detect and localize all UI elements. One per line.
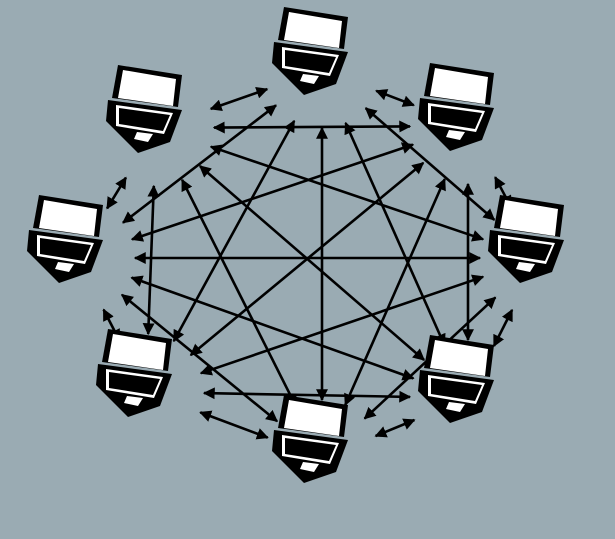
connection-arrow-upper-left-upper-right: [212, 120, 412, 134]
laptop-icon-lower-left: [96, 329, 172, 417]
connection-arrow-left-upper-left: [105, 176, 128, 210]
laptop-icon-upper-left: [106, 65, 182, 153]
connection-arrow-upper-right-left: [130, 142, 415, 242]
laptop-icon-top: [272, 7, 348, 95]
connection-arrow-top-lower-right: [344, 121, 446, 347]
connection-arrow-lower-right-lower-left: [202, 387, 412, 403]
network-nodes: [27, 7, 564, 483]
laptop-icon-left: [27, 195, 103, 283]
connection-arrow-lower-right-bottom: [374, 418, 416, 438]
laptop-icon-lower-right: [418, 335, 494, 423]
connection-arrow-bottom-lower-left: [199, 410, 269, 440]
connection-arrow-upper-left-top: [209, 87, 269, 111]
connection-arrow-top-upper-right: [375, 89, 415, 107]
connection-arrow-lower-right-left: [130, 275, 415, 381]
laptop-icon-bottom: [272, 395, 348, 483]
connection-arrow-bottom-left: [120, 293, 279, 423]
laptop-icon-right: [488, 195, 564, 283]
laptop-icon-upper-right: [418, 63, 494, 151]
connection-links: [102, 87, 514, 440]
connection-arrow-right-lower-right: [492, 308, 514, 348]
connection-arrow-upper-left-lower-left: [142, 184, 160, 336]
connection-arrow-upper-left-lower-right: [198, 165, 426, 361]
